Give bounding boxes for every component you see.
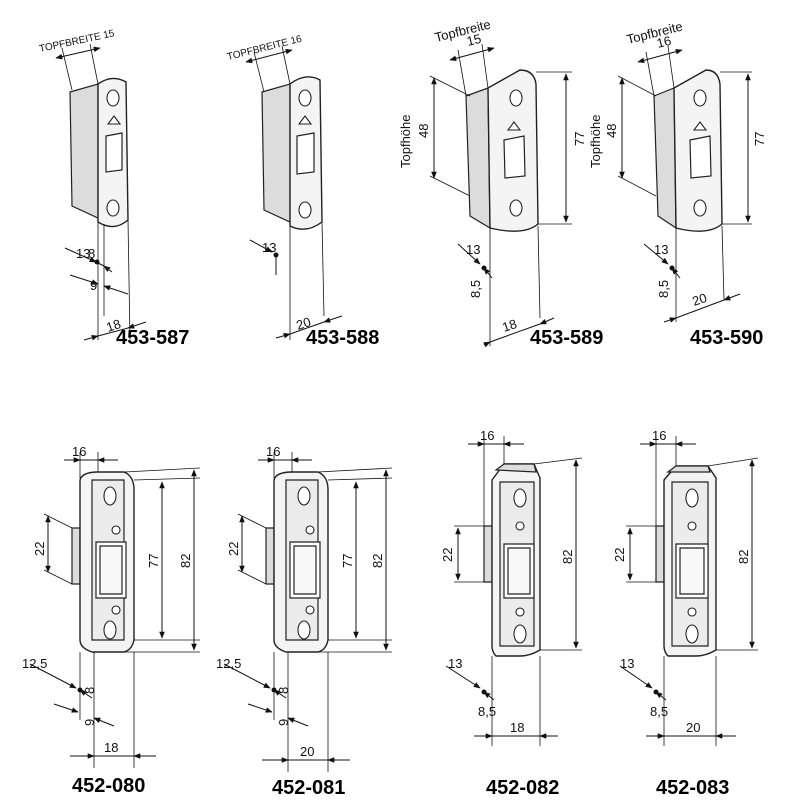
topf-label-453-589: Topfbreite (433, 17, 492, 45)
d22-452-080: 22 (32, 542, 47, 556)
dim-125-452-080: 12,5 (22, 656, 47, 671)
length-453-589: 77 (572, 132, 587, 146)
dim-20-453-590: 20 (690, 290, 708, 309)
topf-value-453-590: 16 (655, 33, 673, 51)
dim-125-452-081: 12,5 (216, 656, 241, 671)
part-code-452-083: 452-083 (656, 777, 729, 799)
dim-85-453-590: 8,5 (656, 280, 671, 298)
width-452-083: 16 (652, 428, 666, 443)
topf-label-453-590: Topfbreite (625, 19, 684, 47)
dim-13-453-589: 13 (466, 242, 480, 257)
dim-13-453-590: 13 (654, 242, 668, 257)
width-452-081: 16 (266, 444, 280, 459)
dim-18-453-589: 18 (500, 316, 518, 335)
d82-452-081: 82 (370, 554, 385, 568)
d77-452-080: 77 (146, 554, 161, 568)
d77-452-081: 77 (340, 554, 355, 568)
height-value-453-590: 48 (604, 124, 619, 138)
strike-plate-453-590 (617, 45, 752, 323)
part-code-452-080: 452-080 (72, 775, 145, 797)
part-code-453-587: 453-587 (116, 327, 189, 349)
dim-8-453-587: 8 (88, 246, 95, 261)
dim-85-453-589: 8,5 (468, 280, 483, 298)
dim-9-453-587: 9 (90, 278, 97, 293)
d22-452-083: 22 (612, 548, 627, 562)
d82-452-083: 82 (736, 550, 751, 564)
part-code-452-081: 452-081 (272, 777, 345, 799)
topf-label-453-588: TOPFBREITE 16 (226, 34, 303, 63)
part-code-453-589: 453-589 (530, 327, 603, 349)
strike-plate-453-589 (429, 43, 572, 348)
strike-plate-452-083 (619, 436, 759, 746)
dim-13-452-082: 13 (448, 656, 462, 671)
dim-13-452-083: 13 (620, 656, 634, 671)
strike-plate-452-081 (223, 452, 393, 772)
height-label-453-590: Topfhöhe (588, 115, 603, 169)
width-452-080: 16 (72, 444, 86, 459)
dim-20-452-081: 20 (300, 744, 314, 759)
part-code-452-082: 452-082 (486, 777, 559, 799)
d82-452-080: 82 (178, 554, 193, 568)
dim-8-452-081: 8 (276, 687, 291, 694)
strike-plate-453-588 (245, 45, 343, 340)
part-code-453-588: 453-588 (306, 327, 379, 349)
dim-9-452-080: 9 (82, 719, 97, 726)
topf-label-453-587: TOPFBREITE 15 (38, 28, 116, 55)
d82-452-082: 82 (560, 550, 575, 564)
strike-plate-453-587 (55, 43, 147, 341)
dim-18-453-587: 18 (104, 316, 122, 335)
d22-452-082: 22 (440, 548, 455, 562)
d22-452-081: 22 (226, 542, 241, 556)
width-452-082: 16 (480, 428, 494, 443)
dim-13-453-588: 13 (262, 240, 276, 255)
dim-20-453-588: 20 (294, 314, 312, 333)
part-code-453-590: 453-590 (690, 327, 763, 349)
height-label-453-589: Topfhöhe (398, 115, 413, 169)
dim-85-452-082: 8,5 (478, 704, 496, 719)
dim-13-453-587: 13 (76, 246, 90, 261)
dim-8-452-080: 8 (82, 687, 97, 694)
dim-18-452-080: 18 (104, 740, 118, 755)
strike-plate-452-080 (29, 452, 201, 768)
dim-18-452-082: 18 (510, 720, 524, 735)
strike-plate-452-082 (445, 436, 583, 746)
height-value-453-589: 48 (416, 124, 431, 138)
length-453-590: 77 (752, 132, 767, 146)
dim-20-452-083: 20 (686, 720, 700, 735)
dim-85-452-083: 8,5 (650, 704, 668, 719)
dim-9-452-081: 9 (276, 719, 291, 726)
topf-value-453-589: 15 (465, 31, 483, 49)
